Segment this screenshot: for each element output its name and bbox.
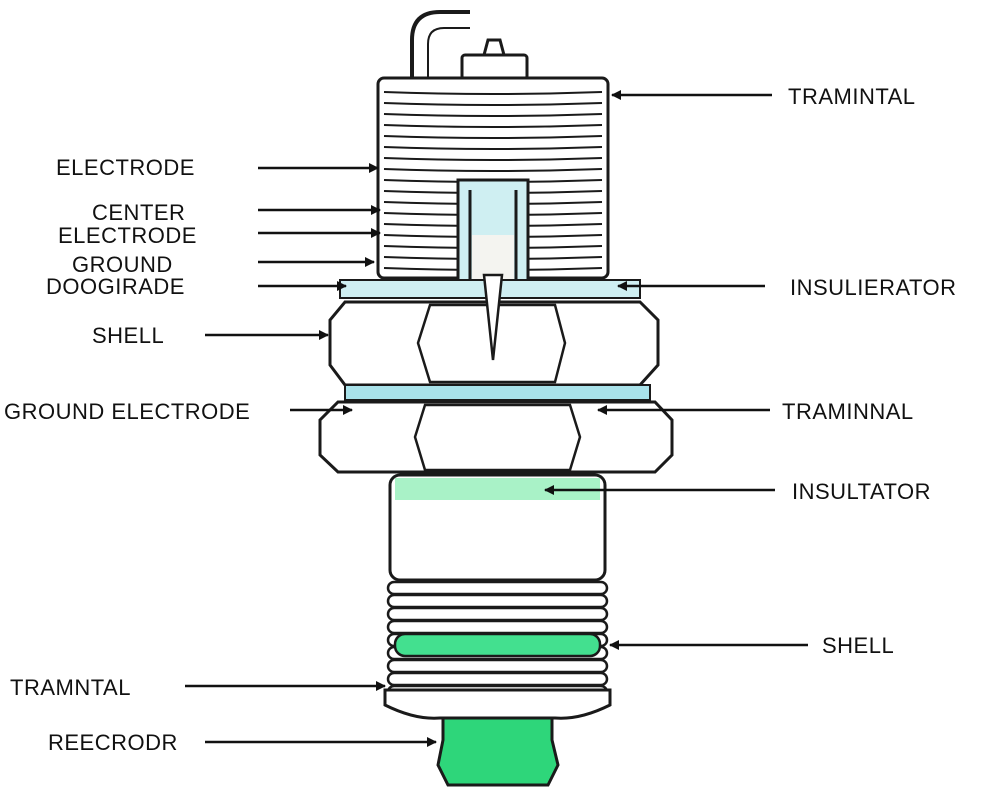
label-traminnal: TRAMINNAL [782,399,914,424]
terminal-tip [482,38,506,57]
label-tramntal: TRAMNTAL [10,675,131,700]
lower-thread-ring [386,580,609,596]
label-doogirade: DOOGIRADE [46,274,185,299]
label-reecrodr: REECRODR [48,730,178,755]
thread-line [383,157,603,161]
lower-thread-ring [386,671,609,687]
thread-line [383,168,603,172]
lower-thread-ring [386,658,609,674]
thread-line [383,91,603,95]
label-insultator: INSULTATOR [792,479,932,504]
thread-line [383,146,603,150]
thread-line [383,113,603,117]
lower-hex-nut [318,400,674,474]
label-electrode: ELECTRODE [56,155,195,180]
thread-line [383,124,603,128]
label-shell-right: SHELL [822,633,895,658]
upper-hex-face [416,303,567,384]
leader-arrows [185,90,808,747]
green-shell-ring [393,632,602,658]
label-insulierator: INSULIERATOR [790,275,957,300]
lower-hex-face [413,403,582,472]
label-tramintal: TRAMINTAL [788,84,916,109]
terminal-wire [410,10,470,80]
bottom-shoulder [383,688,612,720]
label-ground: GROUND [72,252,173,277]
center-electrode [482,273,504,361]
label-ground-electrode: GROUND ELECTRODE [4,399,251,424]
thread-line [383,102,603,106]
lower-thread-ring [386,593,609,609]
terminal-post [460,53,529,81]
lower-thread-ring [386,606,609,622]
terminal-wire-inner [427,27,470,80]
green-tip [436,716,560,787]
label-center-electrode: ELECTRODE [58,223,197,248]
middle-cyan-band [344,384,651,401]
thread-line [383,135,603,139]
insulator-sleeve [388,473,607,582]
label-shell-left: SHELL [92,323,165,348]
lower-thread-ring [386,619,609,635]
label-center: CENTER [92,200,186,225]
